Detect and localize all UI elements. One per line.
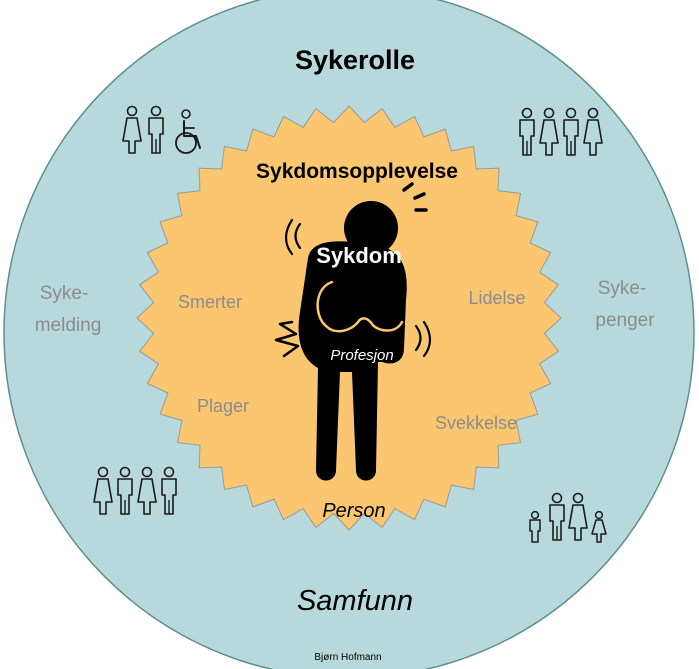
suffering-label: Lidelse — [468, 288, 525, 308]
sick-leave-label-line1: Syke- — [40, 283, 89, 304]
author-credit: Bjørn Hofmann — [314, 652, 381, 663]
sick-leave-label-line2: melding — [35, 315, 102, 336]
weakness-label: Svekkelse — [435, 413, 517, 433]
sick-pay-label-line2: penger — [595, 310, 655, 331]
outer-bottom-label: Samfunn — [297, 585, 413, 617]
pain-label: Smerter — [178, 292, 242, 312]
middle-title: Sykdomsopplevelse — [256, 160, 458, 183]
disease-label: Sykdom — [316, 243, 402, 268]
person-label: Person — [322, 500, 385, 522]
sick-pay-label-line1: Syke- — [598, 278, 647, 299]
ailments-label: Plager — [197, 396, 249, 416]
sick-person-figure — [274, 182, 432, 481]
profession-label: Profesjon — [330, 347, 393, 364]
outer-title: Sykerolle — [295, 45, 415, 75]
